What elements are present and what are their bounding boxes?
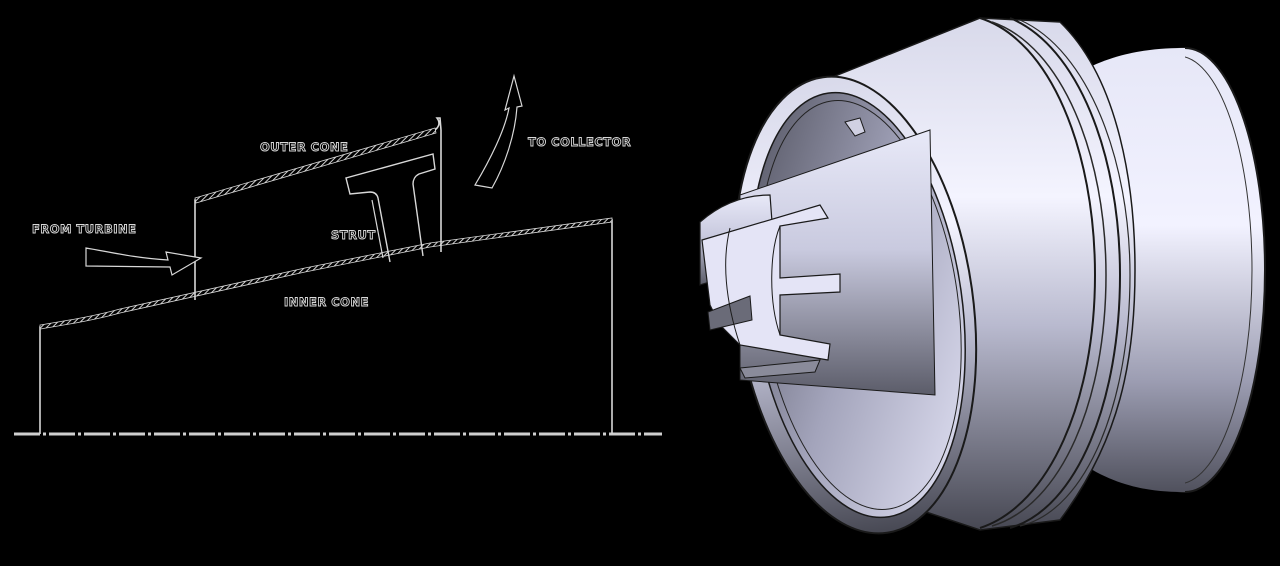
to-collector-arrow <box>474 73 523 189</box>
inner-cone-label: INNER CONE <box>284 295 369 310</box>
outer-cone-label: OUTER CONE <box>260 140 349 155</box>
strut <box>345 153 436 263</box>
cad-render <box>680 0 1280 566</box>
to-collector-label: TO COLLECTOR <box>528 135 632 150</box>
from-turbine-label: FROM TURBINE <box>32 222 137 237</box>
schematic-drawing <box>14 73 662 436</box>
outer-cone <box>194 117 442 300</box>
inner-cone <box>39 217 613 434</box>
inner-slotted-cone <box>699 117 936 396</box>
schematic-diagram: OUTER CONE TO COLLECTOR FROM TURBINE STR… <box>14 73 662 436</box>
from-turbine-arrow <box>85 247 203 276</box>
diffuser-3d-model <box>699 17 1266 535</box>
strut-label: STRUT <box>331 228 376 243</box>
